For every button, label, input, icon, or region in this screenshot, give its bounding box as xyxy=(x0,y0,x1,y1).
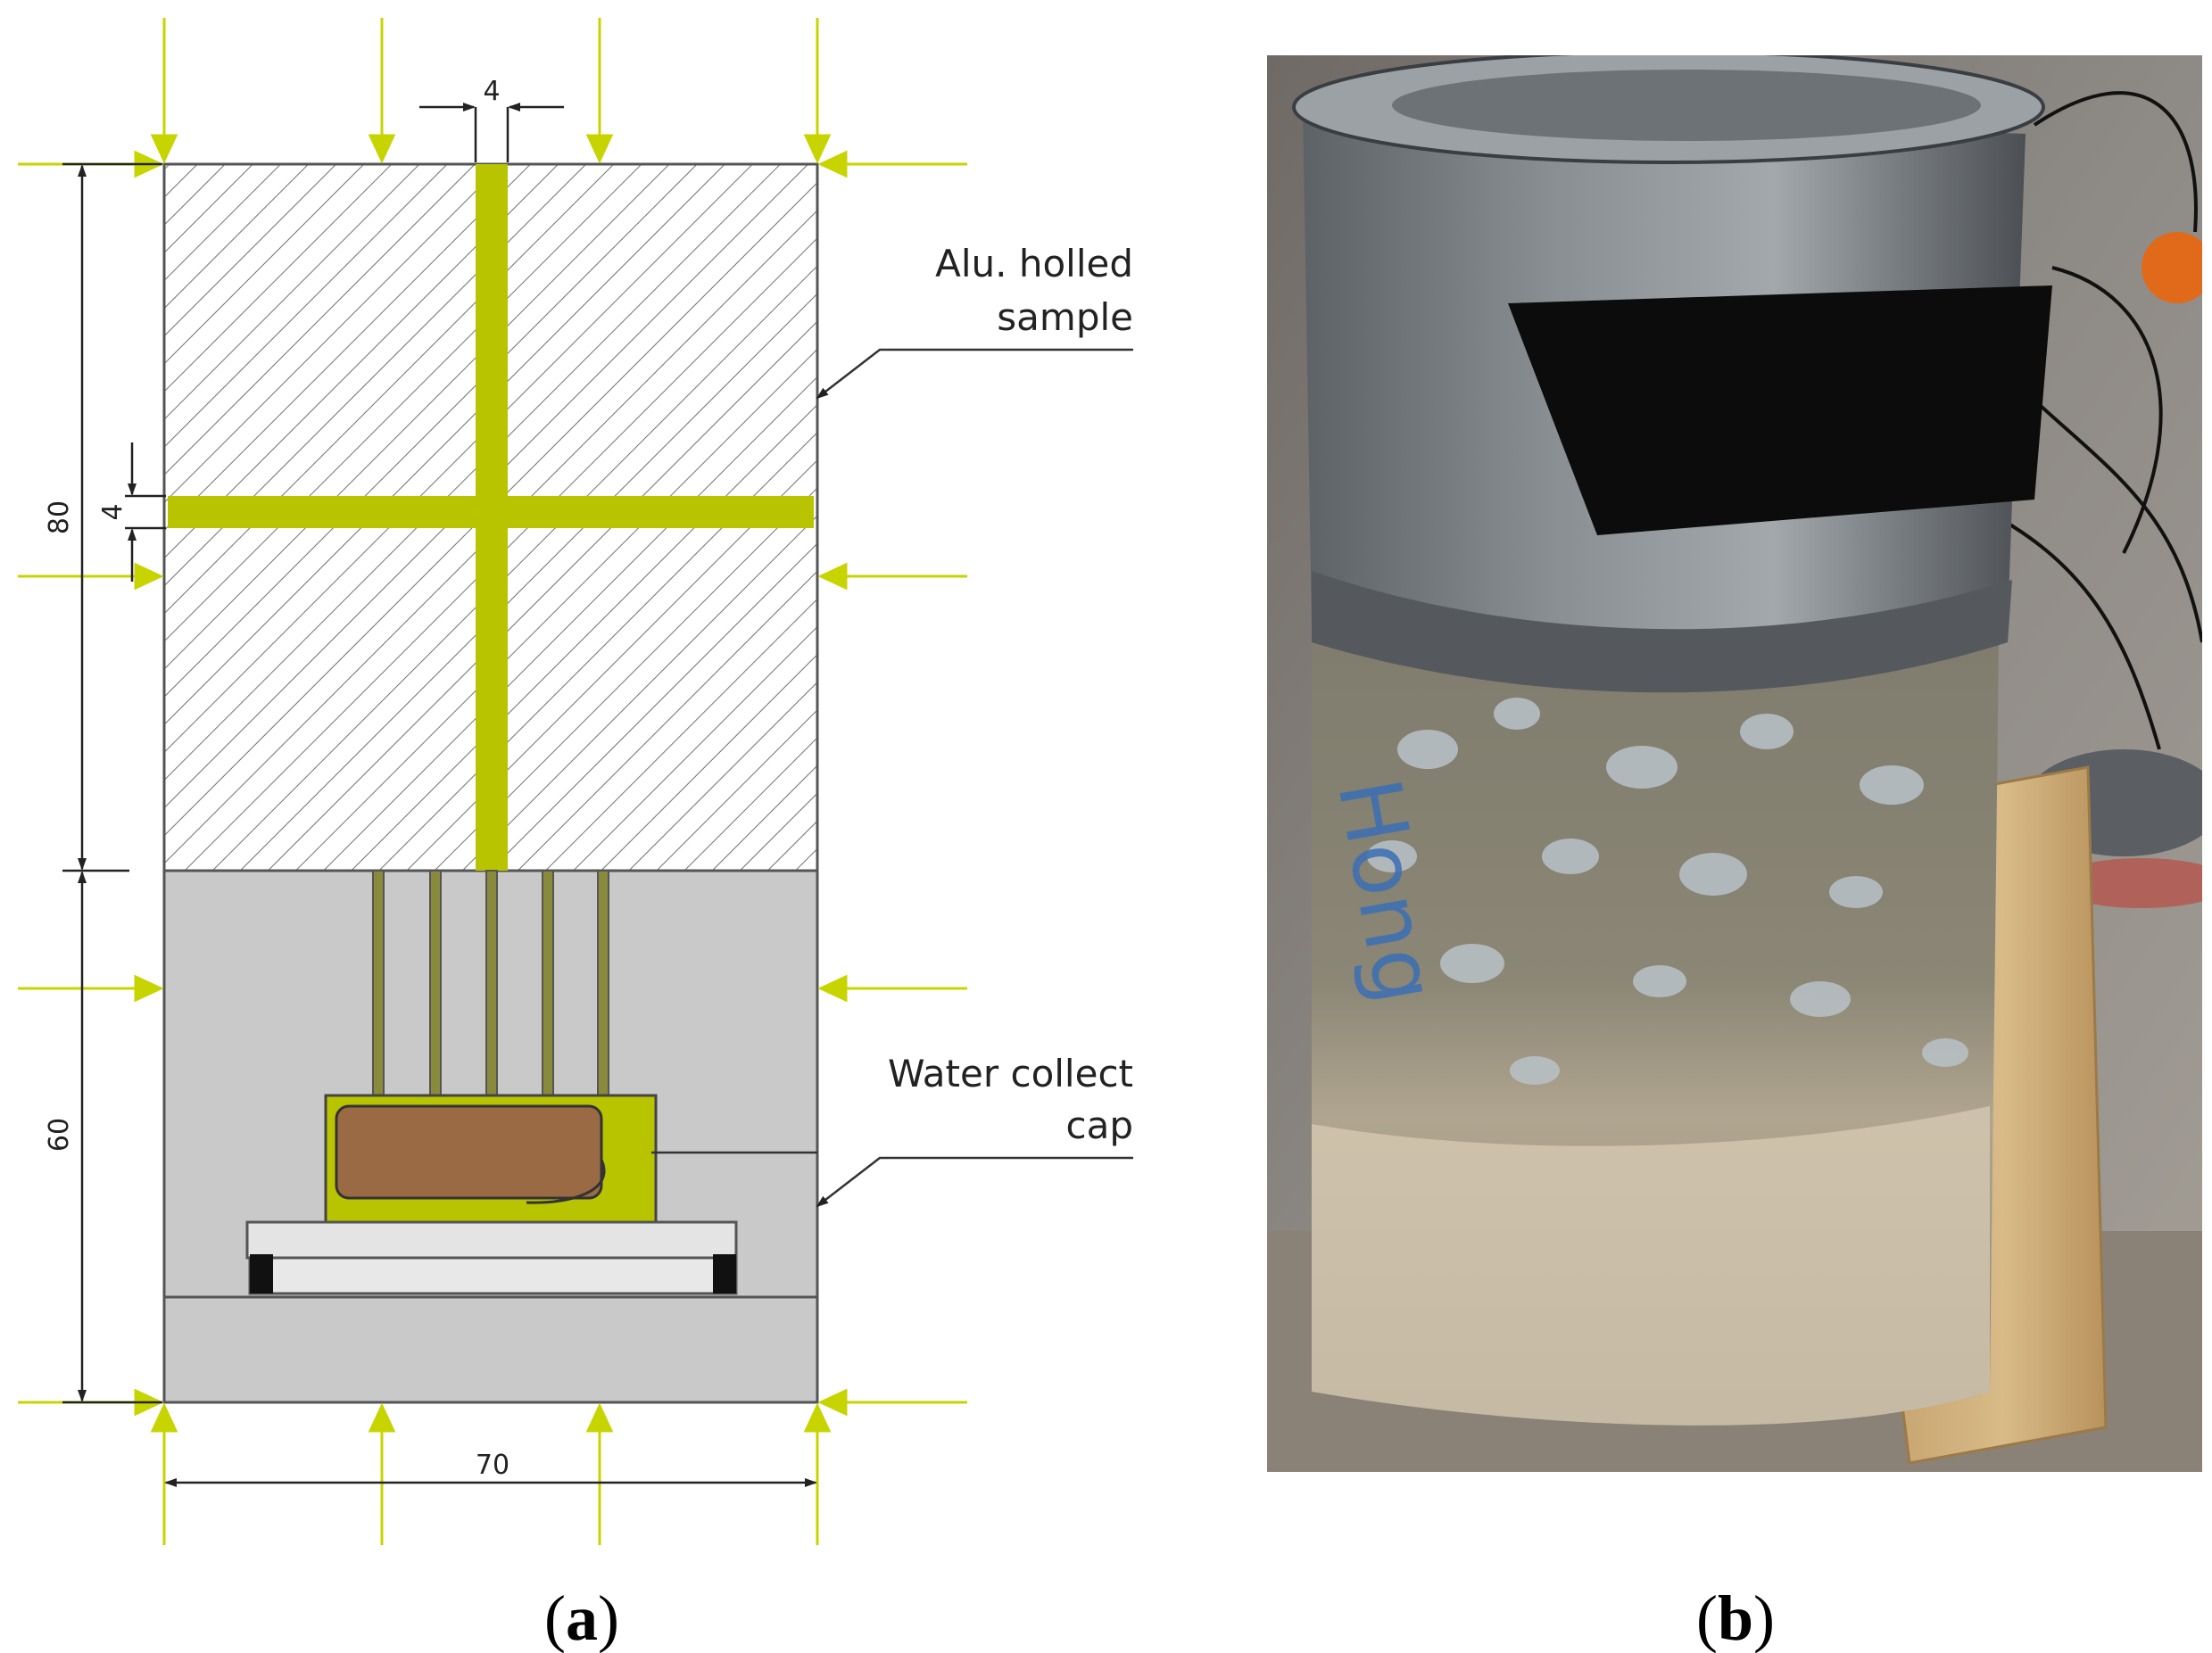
sensor-cables xyxy=(1962,91,2202,750)
seal-right xyxy=(713,1254,736,1293)
drain-tube xyxy=(597,870,609,1098)
callout-cap-line2: cap xyxy=(1066,1103,1134,1147)
dimension-lines xyxy=(62,103,817,1487)
drain-tube xyxy=(372,870,385,1098)
panel-b-label: (b) xyxy=(1696,1583,1775,1653)
drain-tube xyxy=(542,870,554,1098)
load-arrow xyxy=(817,974,967,1003)
dim-lower-height: 60 xyxy=(44,1118,75,1152)
sponge xyxy=(335,1104,603,1200)
black-tape xyxy=(1508,285,2052,535)
dim-upper-height: 80 xyxy=(44,500,75,534)
wrap-film-bottom xyxy=(1312,1106,1990,1426)
load-arrow xyxy=(18,562,164,591)
load-arrow xyxy=(150,18,178,164)
load-arrow xyxy=(803,1402,832,1545)
load-arrow xyxy=(368,18,396,164)
load-arrow xyxy=(368,1402,396,1545)
drain-tube xyxy=(485,870,498,1098)
callout-sample-line1: Alu. holled xyxy=(935,242,1133,285)
callout-sample-line2: sample xyxy=(997,295,1133,339)
callout-cap-line1: Water collect xyxy=(888,1052,1133,1095)
load-arrow xyxy=(817,150,967,178)
callout-cap: Water collect cap xyxy=(651,1052,1134,1208)
load-arrow xyxy=(18,974,164,1003)
background-orange-knob xyxy=(2142,232,2202,303)
aggregate-stones xyxy=(1367,698,1968,1085)
dim-hole-top: 4 xyxy=(483,76,500,107)
drain-tube xyxy=(429,870,442,1098)
load-arrows xyxy=(18,18,967,1545)
callout-sample: Alu. holled sample xyxy=(816,242,1133,400)
load-arrow xyxy=(817,1388,967,1417)
panel-a-label: (a) xyxy=(544,1583,619,1653)
load-arrow xyxy=(585,18,614,164)
support-plate xyxy=(245,1220,738,1260)
support-plate-lower xyxy=(248,1256,738,1295)
sponge-outlet xyxy=(526,1159,606,1204)
dim-hole-side: 4 xyxy=(97,503,128,520)
panel-b-photo: Hong (b) xyxy=(1267,55,2202,1653)
seal-left xyxy=(250,1254,273,1293)
load-arrow xyxy=(817,562,967,591)
panel-a-drawing: 4 4 80 60 70 Alu. holled sample Water co… xyxy=(18,18,1133,1653)
horizontal-channel xyxy=(168,496,814,528)
dim-total-width: 70 xyxy=(476,1450,510,1481)
load-arrow xyxy=(150,1402,178,1545)
load-arrow xyxy=(585,1402,614,1545)
steel-ring-opening xyxy=(1392,70,1981,141)
steel-ring-base xyxy=(1312,571,2012,693)
load-arrow xyxy=(803,18,832,164)
